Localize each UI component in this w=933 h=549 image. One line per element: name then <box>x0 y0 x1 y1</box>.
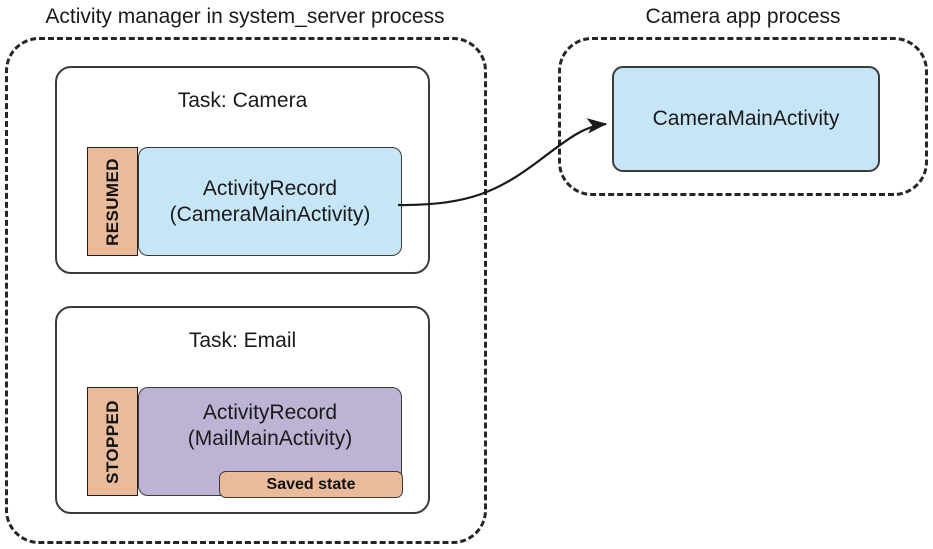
activity-record-email-line2: (MailMainActivity) <box>187 427 353 450</box>
camera-main-activity-box: CameraMainActivity <box>612 66 880 172</box>
saved-state-badge: Saved state <box>219 471 403 498</box>
state-chip-stopped-label: STOPPED <box>102 399 122 484</box>
state-chip-stopped: STOPPED <box>87 387 138 496</box>
task-camera-title: Task: Camera <box>177 89 308 112</box>
activity-record-camera-card: ActivityRecord (CameraMainActivity) <box>138 147 402 256</box>
task-email-title: Task: Email <box>188 329 297 352</box>
activity-record-email-card: ActivityRecord (MailMainActivity) Saved … <box>138 387 403 498</box>
activity-record-email-text: ActivityRecord (MailMainActivity) <box>139 400 401 452</box>
state-chip-resumed-label: RESUMED <box>102 157 122 246</box>
state-chip-resumed: RESUMED <box>87 147 138 256</box>
activity-record-camera-line2: (CameraMainActivity) <box>169 202 371 226</box>
activity-record-email-line1: ActivityRecord <box>202 401 338 424</box>
activity-record-camera-line1: ActivityRecord <box>202 176 338 200</box>
camera-app-process-container <box>558 37 928 196</box>
task-camera-box: Task: Camera RESUMED ActivityRecord (Cam… <box>55 66 430 274</box>
system-server-process-container <box>5 37 487 544</box>
activity-record-camera-row: RESUMED ActivityRecord (CameraMainActivi… <box>87 147 402 256</box>
camera-app-panel-title: Camera app process <box>645 5 841 28</box>
activity-record-email-row: STOPPED ActivityRecord (MailMainActivity… <box>87 387 403 498</box>
task-email-box: Task: Email STOPPED ActivityRecord (Mail… <box>55 306 430 514</box>
system-server-panel-title: Activity manager in system_server proces… <box>45 5 445 28</box>
